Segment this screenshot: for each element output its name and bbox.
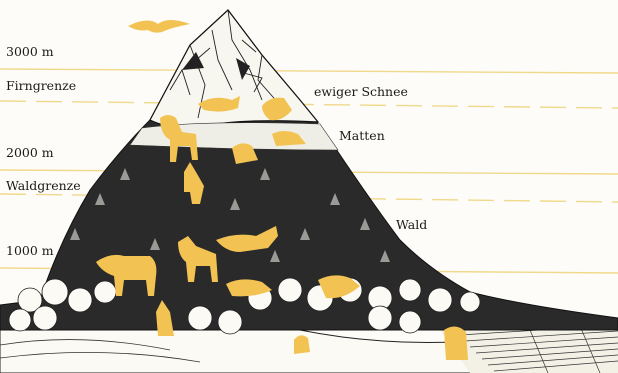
owl-icon	[444, 326, 468, 360]
altitude-label-2000m: 2000 m	[6, 147, 54, 160]
zone-label-forest: Wald	[396, 219, 427, 232]
tree-line-label: Waldgrenze	[6, 180, 81, 193]
altitude-label-3000m: 3000 m	[6, 46, 54, 59]
altitude-label-1000m: 1000 m	[6, 245, 54, 258]
bird-of-prey-icon	[128, 20, 190, 33]
line-3000m	[0, 69, 618, 73]
snow-line-label: Firngrenze	[6, 80, 76, 93]
zone-label-meadows: Matten	[339, 130, 385, 143]
rabbit-icon	[294, 335, 310, 354]
line-firngrenze	[0, 101, 618, 108]
zone-label-eternal-snow: ewiger Schnee	[314, 86, 408, 99]
mountain	[0, 10, 618, 334]
